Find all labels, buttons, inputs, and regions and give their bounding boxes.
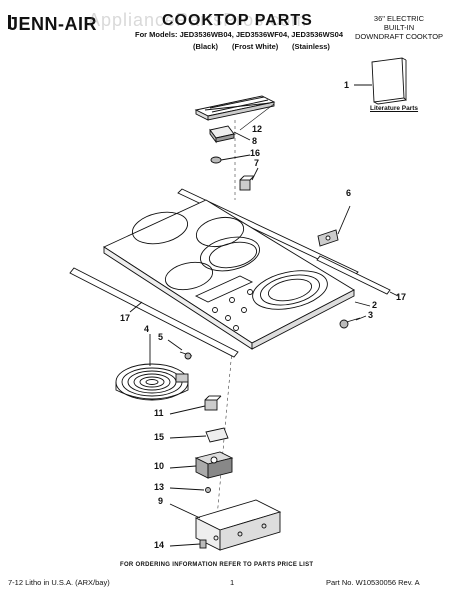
- page-title: COOKTOP PARTS: [162, 12, 313, 29]
- callout-number: 3: [368, 310, 374, 320]
- variant-stainless: (Stainless): [292, 42, 330, 51]
- side-trim-strip: [316, 255, 391, 295]
- callout-number: 15: [154, 432, 165, 442]
- grommet-part: [210, 156, 222, 164]
- models-line: For Models: JED3536WB04, JED3536WF04, JE…: [135, 30, 344, 39]
- callout-number: 9: [158, 496, 164, 506]
- front-trim-strip: [69, 267, 239, 358]
- callout-number: 5: [158, 332, 164, 342]
- clip-part: [239, 175, 255, 191]
- screw-part: [205, 487, 211, 493]
- callout-number: 7: [254, 158, 260, 168]
- filter-part: [209, 125, 235, 144]
- callout-number: 17: [396, 292, 407, 302]
- variant-frost-white: (Frost White): [232, 42, 279, 51]
- literature-booklet: [371, 57, 407, 105]
- callout-number: 13: [154, 482, 165, 492]
- variant-black: (Black): [193, 42, 219, 51]
- callout-number: 1: [344, 80, 350, 90]
- spec-line: DOWNDRAFT COOKTOP: [354, 32, 444, 41]
- callout-number: 12: [252, 124, 263, 134]
- control-part: [194, 451, 234, 479]
- spec-line: 36" ELECTRIC: [373, 14, 425, 23]
- radiant-element: [115, 363, 189, 401]
- callout-number: 8: [252, 136, 258, 146]
- callout-number: 16: [250, 148, 261, 158]
- callout-number: 6: [346, 188, 352, 198]
- mounting-bracket: [194, 499, 282, 551]
- callout-number: 11: [154, 408, 164, 418]
- document-part-number: Part No. W10530056 Rev. A: [326, 578, 420, 587]
- literature-parts-label: Literature Parts: [370, 105, 419, 112]
- callout-number: 10: [154, 461, 165, 471]
- switch-part: [204, 395, 222, 411]
- connector-part: [199, 539, 207, 549]
- litho-note: 7-12 Litho in U.S.A. (ARX/bay): [8, 578, 110, 587]
- ordering-note: FOR ORDERING INFORMATION REFER TO PARTS …: [120, 562, 314, 568]
- plate-part: [205, 427, 229, 443]
- brand-logo: JENN-AIR: [8, 14, 98, 34]
- brand-logo-mark: [8, 15, 19, 29]
- screw-part: [339, 317, 361, 329]
- watermark: AppliancePartsPros.com: [88, 10, 308, 30]
- page-number: 1: [230, 578, 235, 587]
- vent-grille: [194, 95, 276, 121]
- callout-number: 14: [154, 540, 165, 550]
- callout-number: 17: [120, 313, 131, 323]
- screw-part: [179, 351, 193, 360]
- spec-line: BUILT-IN: [383, 23, 415, 32]
- callout-number: 2: [372, 300, 378, 310]
- bracket-part: [317, 229, 339, 247]
- callout-number: 4: [144, 324, 150, 334]
- glass-cooktop: [103, 199, 355, 350]
